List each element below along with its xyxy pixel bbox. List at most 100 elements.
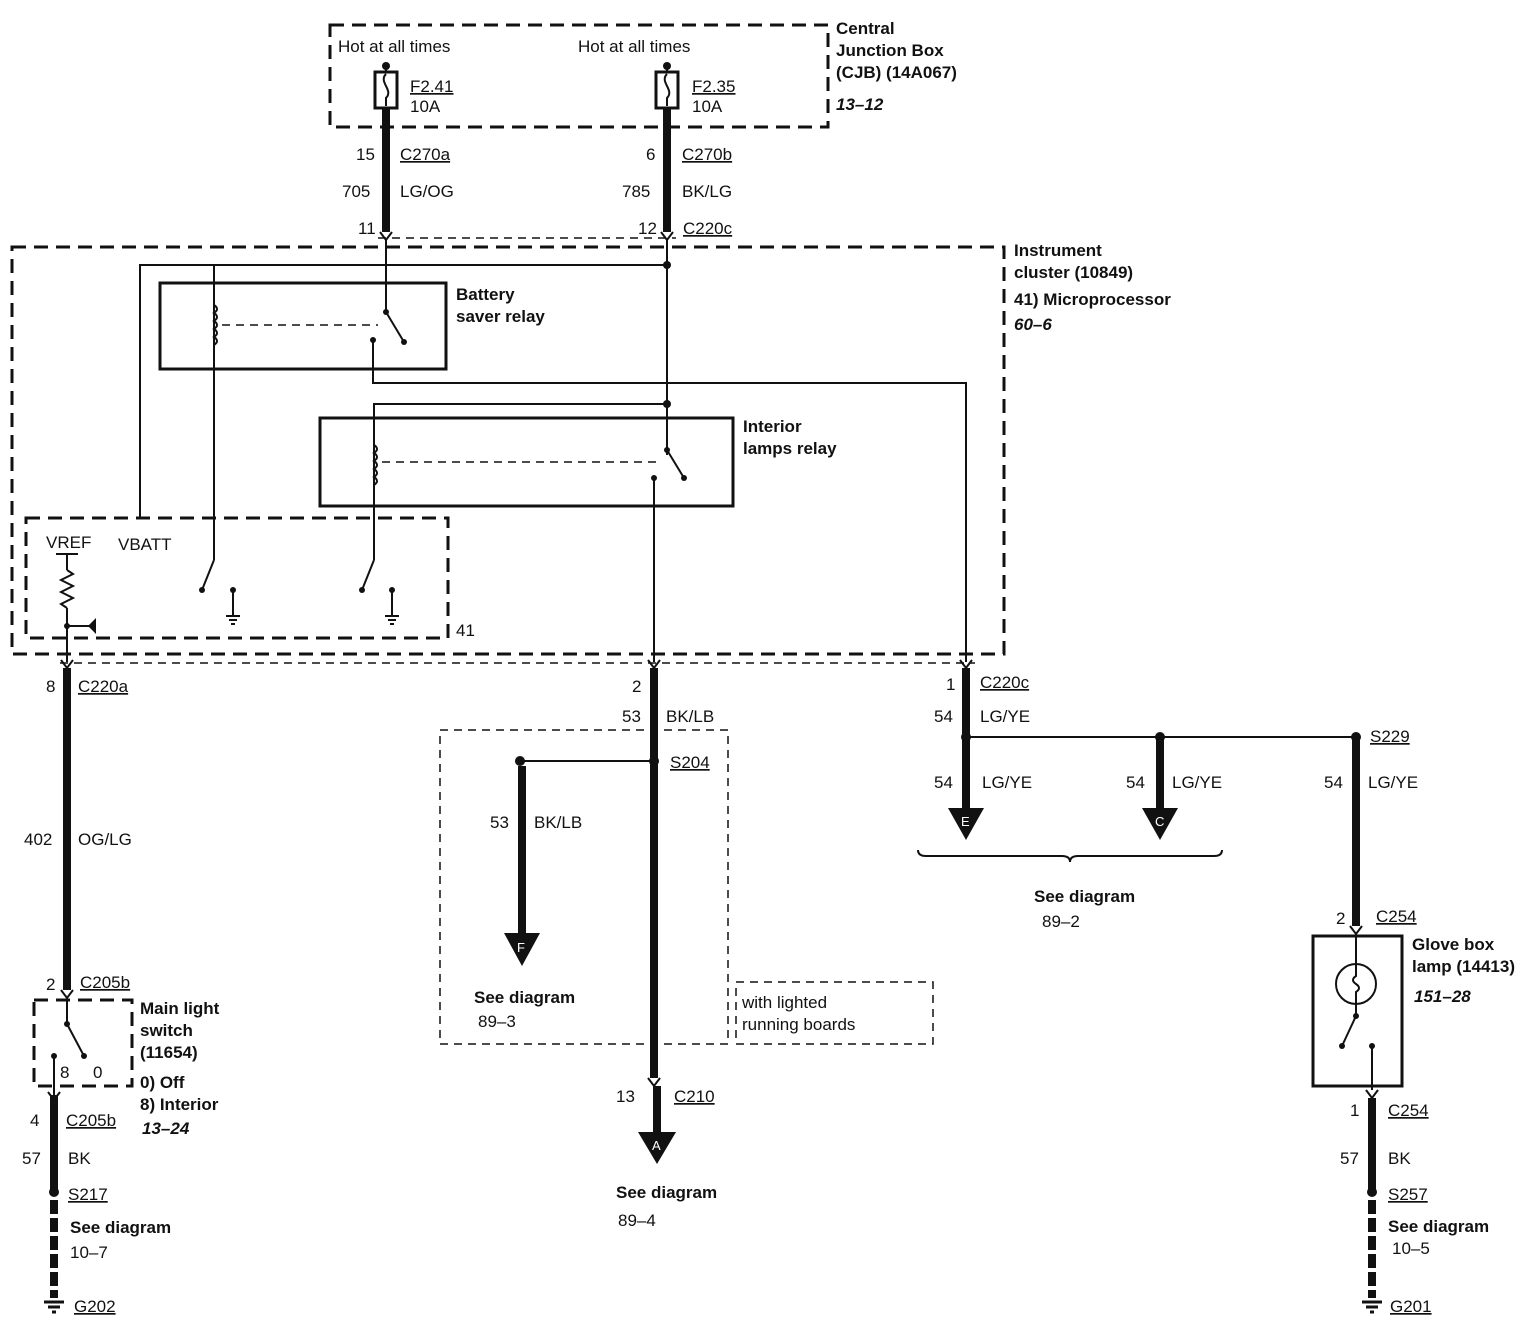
switch-off-label: 0) Off: [140, 1073, 185, 1092]
color-lgog: LG/OG: [400, 182, 454, 201]
micro-ground-2-icon: [385, 615, 399, 625]
see-diagram-89-3: See diagram: [474, 988, 575, 1007]
pin-2-middle: 2: [632, 677, 641, 696]
switch-interior-label: 8) Interior: [140, 1095, 219, 1114]
input-arrow-icon: [88, 618, 96, 634]
conn-c220c-bottom: C220c: [980, 673, 1030, 692]
see-ref-10-5: 10–5: [1392, 1239, 1430, 1258]
lamp-ref: 151–28: [1414, 987, 1471, 1006]
brace-icon: [917, 849, 1223, 863]
pin-13: 13: [616, 1087, 635, 1106]
interior-relay-label-1: Interior: [743, 417, 802, 436]
circuit-54-c: 54: [1126, 773, 1145, 792]
conn-c220c-top: C220c: [683, 219, 733, 238]
color-lgye: LG/YE: [980, 707, 1030, 726]
circuit-785: 785: [622, 182, 650, 201]
pin-15: 15: [356, 145, 375, 164]
pin-2-glovebox: 2: [1336, 909, 1345, 928]
arrow-a-icon: [638, 1132, 676, 1164]
color-bklb: BK/LB: [666, 707, 714, 726]
conn-c254-top: C254: [1376, 907, 1417, 926]
switch-pos-8: 8: [60, 1063, 69, 1082]
arrow-e-label: E: [961, 814, 970, 829]
ground-g202-icon: [44, 1300, 64, 1314]
micro-ground-1-icon: [226, 615, 240, 625]
pin-11: 11: [358, 219, 376, 238]
conn-c205b-top: C205b: [80, 973, 130, 992]
ground-g202: G202: [74, 1297, 116, 1316]
cjb-box: [328, 23, 830, 129]
arrow-c-label: C: [1155, 814, 1164, 829]
main-light-switch-box: [32, 998, 134, 1088]
switch-label-2: switch: [140, 1021, 193, 1040]
circuit-54-g: 54: [1324, 773, 1343, 792]
interior-relay-label-2: lamps relay: [743, 439, 837, 458]
main-light-switch-icon: [66, 1023, 85, 1057]
see-diagram-89-2: See diagram: [1034, 887, 1135, 906]
interior-relay-contact-icon: [666, 449, 685, 479]
splice-s217: S217: [68, 1185, 108, 1204]
pin-1-glovebox: 1: [1350, 1101, 1359, 1120]
micro-switch-2-icon: [361, 559, 375, 591]
option-note-1: with lighted: [741, 993, 827, 1012]
microprocessor-box: [24, 516, 450, 640]
see-diagram-10-7: See diagram: [70, 1218, 171, 1237]
switch-pos-0: 0: [93, 1063, 102, 1082]
vref-label: VREF: [46, 533, 91, 552]
conn-c270a: C270a: [400, 145, 451, 164]
circuit-53: 53: [622, 707, 641, 726]
hot-label-right: Hot at all times: [578, 37, 690, 56]
splice-s257: S257: [1388, 1185, 1428, 1204]
switch-label-1: Main light: [140, 999, 220, 1018]
pin-6: 6: [646, 145, 655, 164]
lamp-bulb-icon: [1335, 963, 1377, 1005]
pullup-resistor-icon: [58, 569, 76, 609]
conn-c220a: C220a: [78, 677, 129, 696]
circuit-705: 705: [342, 182, 370, 201]
circuit-54-e: 54: [934, 773, 953, 792]
circuit-57-left: 57: [22, 1149, 41, 1168]
see-diagram-10-5: See diagram: [1388, 1217, 1489, 1236]
fuse-right-id: F2.35: [692, 77, 735, 96]
cluster-ref: 60–6: [1014, 315, 1052, 334]
battery-relay-label-2: saver relay: [456, 307, 545, 326]
lamp-label-2: lamp (14413): [1412, 957, 1515, 976]
cluster-sub: 41) Microprocessor: [1014, 290, 1171, 309]
interior-relay-coil-icon: [372, 444, 378, 486]
battery-relay-coil-icon: [212, 304, 218, 346]
cjb-ref: 13–12: [836, 95, 884, 114]
conn-c254-bottom: C254: [1388, 1101, 1429, 1120]
interior-lamps-relay: [318, 416, 735, 508]
battery-saver-relay: [158, 281, 448, 371]
switch-label-3: (11654): [140, 1043, 198, 1062]
battery-relay-label-1: Battery: [456, 285, 515, 304]
arrow-c-icon: [1142, 808, 1178, 840]
color-bk-right: BK: [1388, 1149, 1411, 1168]
hot-label-left: Hot at all times: [338, 37, 450, 56]
arrow-a-label: A: [652, 1138, 661, 1153]
lighted-running-boards-box: [439, 729, 729, 1045]
cluster-title-1: Instrument: [1014, 241, 1102, 260]
arrow-f-icon: [504, 933, 540, 966]
fuse-left-id: F2.41: [410, 77, 453, 96]
pin-8: 8: [46, 677, 55, 696]
color-lgye-c: LG/YE: [1172, 773, 1222, 792]
lamp-label-1: Glove box: [1412, 935, 1495, 954]
instrument-cluster-box: [10, 245, 1006, 656]
micro-num: 41: [456, 621, 475, 640]
splice-s204: S204: [670, 753, 710, 772]
micro-switch-1-icon: [201, 559, 215, 591]
glove-box-switch-icon: [1341, 1015, 1357, 1047]
pin-4: 4: [30, 1111, 39, 1130]
color-bklb-branch: BK/LB: [534, 813, 582, 832]
ground-g201: G201: [1390, 1297, 1432, 1316]
circuit-53-branch: 53: [490, 813, 509, 832]
cluster-title-2: cluster (10849): [1014, 263, 1133, 282]
ground-g201-icon: [1362, 1300, 1382, 1314]
battery-relay-contact-icon: [385, 311, 405, 343]
color-oglg: OG/LG: [78, 830, 132, 849]
see-ref-89-2: 89–2: [1042, 912, 1080, 931]
see-ref-10-7: 10–7: [70, 1243, 108, 1262]
vbatt-label: VBATT: [118, 535, 172, 554]
fuse-left-rating: 10A: [410, 97, 441, 116]
